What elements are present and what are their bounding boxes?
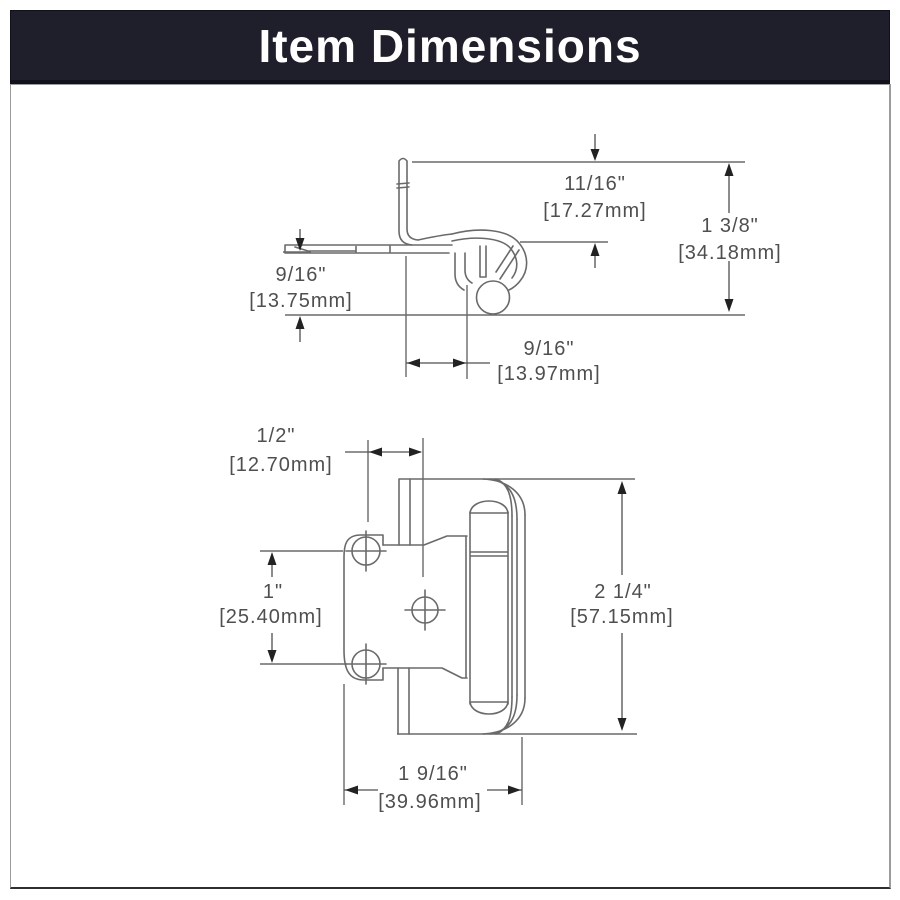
arrow-down-icon [267, 650, 277, 663]
hinge-side-profile [284, 157, 528, 315]
curl-outer [451, 229, 528, 291]
arrow-down-icon [295, 238, 305, 251]
arrow-up-icon [295, 316, 305, 329]
knuckle-body [469, 511, 509, 705]
title-banner: Item Dimensions [10, 10, 890, 84]
vertical-arm [398, 157, 419, 246]
side-view: 11/16" [17.27mm] 1 3/8" [34.18mm] 9/16" … [249, 134, 781, 385]
arrow-down-icon [590, 149, 600, 161]
dim-overall-width: 1 9/16" [39.96mm] [344, 763, 522, 813]
arrow-right-icon [409, 447, 422, 457]
dim-label-inches: 2 1/4" [594, 581, 652, 603]
front-view: 1/2" [12.70mm] 1" [25.40mm] 2 1/4" [57.1… [219, 425, 673, 813]
wing-plate [343, 534, 384, 681]
arrow-down-icon [617, 718, 627, 731]
dim-label-mm: [39.96mm] [378, 791, 481, 813]
dim-side-offset: 9/16" [13.97mm] [406, 338, 600, 385]
dim-label-inches: 1/2" [257, 425, 296, 447]
dim-label-inches: 9/16" [523, 338, 574, 360]
screw-hole-crosshair [345, 643, 387, 685]
arrow-up-icon [724, 163, 734, 176]
center-plate [382, 535, 468, 679]
side-view-reference-lines [283, 161, 745, 379]
front-view-reference-lines [260, 438, 637, 805]
dim-label-mm: [57.15mm] [570, 606, 673, 628]
dim-overall-height-front: 2 1/4" [57.15mm] [570, 481, 673, 731]
arrow-right-icon [453, 358, 466, 368]
dim-label-mm: [12.70mm] [229, 454, 332, 476]
dim-door-overlay: 11/16" [17.27mm] [543, 134, 646, 268]
arrow-right-icon [508, 785, 521, 795]
arrow-up-icon [617, 481, 627, 494]
arrow-up-icon [267, 552, 277, 565]
top-tab [398, 478, 411, 546]
arrow-left-icon [345, 785, 358, 795]
dim-hole-spacing: 1" [25.40mm] [219, 552, 322, 663]
arrow-up-icon [590, 243, 600, 256]
dim-label-mm: [34.18mm] [678, 242, 781, 264]
dim-label-mm: [13.75mm] [249, 290, 352, 312]
dim-label-inches: 1" [263, 581, 283, 603]
dim-label-inches: 1 3/8" [701, 215, 759, 237]
dim-label-mm: [17.27mm] [543, 200, 646, 222]
hinge-front-profile [343, 478, 526, 735]
knuckle-dome-top [469, 500, 509, 514]
screw-hole-crosshair [404, 589, 446, 631]
dim-hole-offset: 1/2" [12.70mm] [229, 425, 422, 476]
arrow-left-icon [407, 358, 420, 368]
drawing-area [10, 84, 891, 889]
arrow-left-icon [369, 447, 382, 457]
knuckle-dome-bottom [469, 701, 509, 715]
dim-overall-height-side: 1 3/8" [34.18mm] [678, 163, 781, 312]
dim-flange-height: 9/16" [13.75mm] [249, 229, 352, 342]
curl-detail-lines [495, 245, 520, 280]
bend-line [417, 233, 453, 241]
body-drop [454, 252, 473, 291]
dim-label-inches: 11/16" [564, 173, 626, 195]
barrel-circle [475, 280, 511, 315]
wrap-verticals [511, 514, 526, 699]
dim-label-mm: [25.40mm] [219, 606, 322, 628]
page-title: Item Dimensions [258, 19, 642, 72]
arm-break-ticks [396, 182, 410, 189]
arrow-down-icon [724, 299, 734, 312]
dim-label-inches: 9/16" [275, 264, 326, 286]
bottom-tab [397, 667, 410, 735]
curl-inner [451, 237, 518, 279]
screw-hole-crosshair [345, 530, 387, 572]
dim-label-mm: [13.97mm] [497, 363, 600, 385]
pin-tab [479, 245, 487, 278]
dim-label-inches: 1 9/16" [398, 763, 468, 785]
